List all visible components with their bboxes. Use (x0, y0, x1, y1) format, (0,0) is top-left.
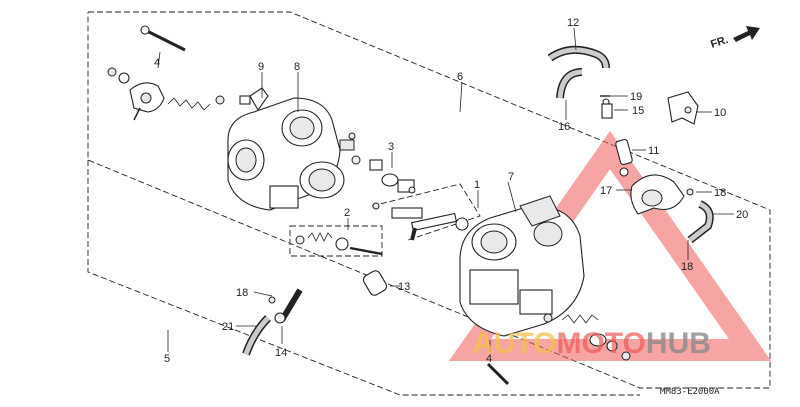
part-4-left-assembly (107, 67, 211, 121)
callout-18-lower: 18 (681, 261, 693, 273)
callout-14: 14 (275, 347, 287, 359)
callout-12: 12 (567, 17, 579, 29)
callout-1: 1 (474, 179, 480, 191)
callout-4-lower: 4 (486, 353, 492, 365)
part-1-linkage (371, 183, 481, 241)
part-11-tube (615, 138, 633, 177)
callout-21: 21 (222, 321, 234, 333)
front-arrow-icon (733, 26, 760, 42)
part-9-bracket (215, 87, 269, 112)
part-7-carburetor-right (459, 195, 585, 337)
callout-16: 16 (558, 121, 570, 133)
watermark-text-hub: HUB (646, 327, 711, 360)
callout-11: 11 (648, 145, 659, 157)
callout-15: 15 (632, 105, 644, 117)
callout-6: 6 (457, 71, 463, 83)
assembly-frame-6 (87, 11, 771, 389)
callout-13: 13 (398, 281, 410, 293)
callout-9: 9 (258, 61, 264, 73)
front-direction-label: FR. (709, 34, 730, 51)
part-21-hose (242, 296, 276, 356)
leader-lines (157, 27, 734, 352)
callout-18-right: 18 (714, 187, 726, 199)
part-4-upper-bolt (140, 25, 186, 52)
callout-19: 19 (630, 91, 642, 103)
part-2-screw-set (289, 225, 383, 257)
part-17-joint-pipe (630, 174, 694, 215)
callout-4-upper: 4 (154, 57, 160, 69)
part-15-fitting (601, 103, 613, 119)
part-20-hose (687, 200, 714, 244)
callout-17: 17 (600, 185, 612, 197)
part-3-valve-stack (351, 155, 416, 194)
part-8-carburetor-left (227, 97, 356, 211)
callout-5: 5 (164, 353, 170, 365)
part-16-hose (556, 68, 583, 99)
part-10-bracket (667, 91, 699, 125)
callout-18-left: 18 (236, 287, 248, 299)
front-direction-indicator: FR. (709, 26, 760, 51)
assembly-frame-5 (87, 160, 640, 396)
watermark-text-auto: AUTO (472, 327, 556, 360)
part-14-hose-fitting (274, 288, 303, 324)
drawing-code: MM83-E2000A (660, 387, 720, 397)
watermark-text-moto: MOTO (556, 327, 645, 360)
callout-labels: 4 9 8 6 3 1 7 2 13 12 16 19 15 10 11 17 … (154, 17, 748, 365)
callout-20: 20 (736, 209, 748, 221)
part-13-cylinder (362, 270, 388, 296)
part-4-lower-assembly (486, 314, 631, 386)
part-12-hose (547, 45, 610, 69)
callout-8: 8 (294, 61, 300, 73)
callout-10: 10 (714, 107, 726, 119)
watermark-wordmark: AUTOMOTOHUB (472, 327, 711, 360)
callout-2: 2 (344, 207, 350, 219)
callout-3: 3 (388, 141, 394, 153)
callout-7: 7 (508, 171, 514, 183)
